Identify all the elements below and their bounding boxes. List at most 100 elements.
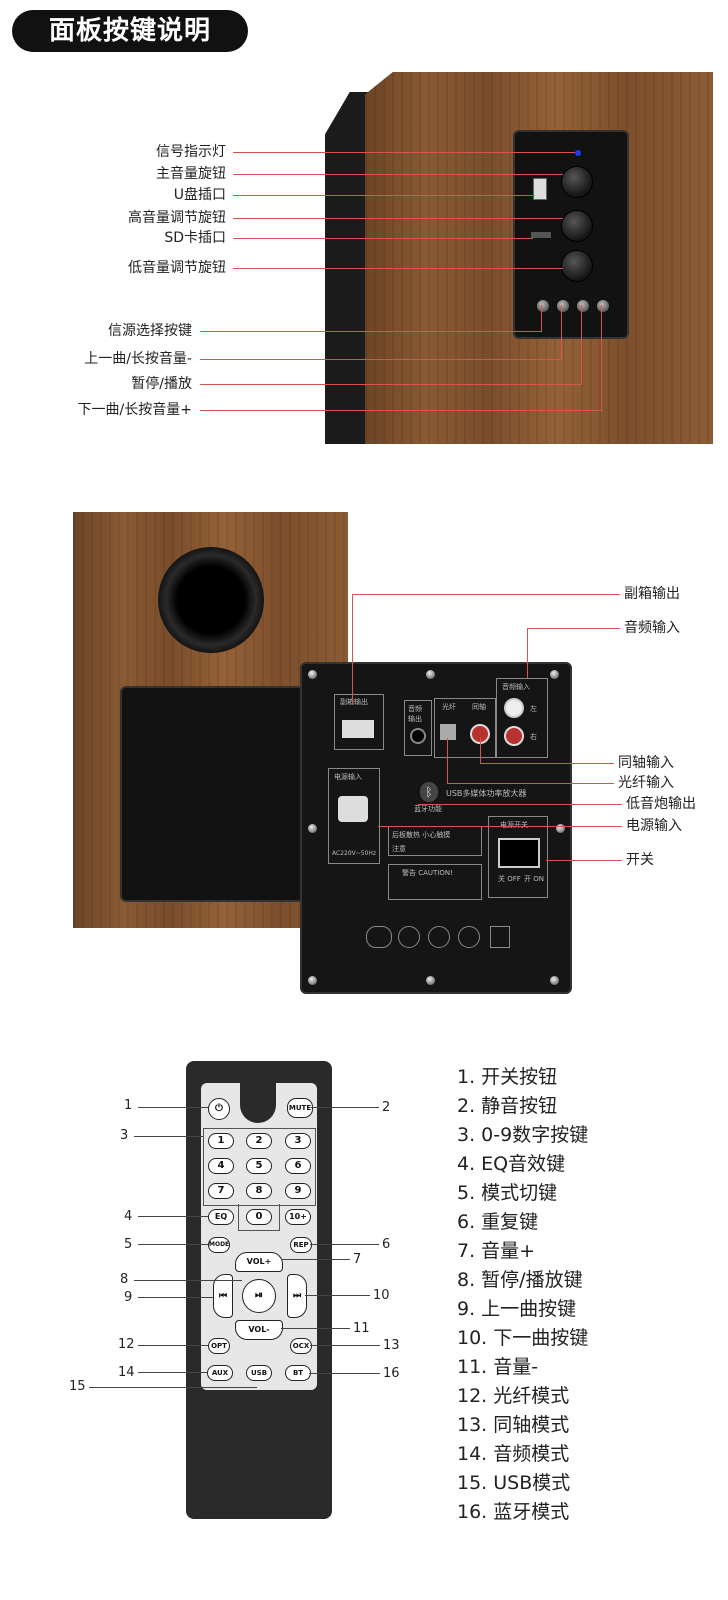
legend-item: 14. 音频模式 <box>457 1443 570 1465</box>
leader-line <box>480 763 614 764</box>
prev-button[interactable] <box>557 300 569 312</box>
callout-1: 1 <box>124 1098 133 1113</box>
callout-line <box>89 1387 257 1388</box>
eq-button[interactable]: EQ <box>208 1209 234 1225</box>
num-5-button[interactable]: 5 <box>246 1158 272 1174</box>
label-bass-out: 低音炮输出 <box>626 796 696 812</box>
legend-item: 11. 音量- <box>457 1356 539 1378</box>
leader-line <box>200 359 561 360</box>
vol-up-button[interactable]: VOL+ <box>235 1252 283 1272</box>
rep-button[interactable]: REP <box>290 1237 312 1253</box>
num-7-button[interactable]: 7 <box>208 1183 234 1199</box>
ccc-icon <box>366 926 392 948</box>
sub-out-jack <box>342 720 374 738</box>
leader-line <box>561 305 562 360</box>
prev-track-button[interactable]: ⏮ <box>213 1274 233 1318</box>
opt-button[interactable]: OPT <box>208 1338 230 1354</box>
leader-line <box>418 804 622 805</box>
callout-line <box>134 1280 242 1281</box>
label-play-pause: 暂停/播放 <box>131 376 192 392</box>
power-switch[interactable] <box>498 838 540 868</box>
num-4-button[interactable]: 4 <box>208 1158 234 1174</box>
panel-amp-title: USB多媒体功率放大器 <box>446 789 527 798</box>
num-8-button[interactable]: 8 <box>246 1183 272 1199</box>
panel-r-label: 右 <box>530 733 537 741</box>
num-2-button[interactable]: 2 <box>246 1133 272 1149</box>
source-button[interactable] <box>537 300 549 312</box>
panel-warn-hot: 后板散热 小心触摸 <box>392 831 451 839</box>
legend-item: 16. 蓝牙模式 <box>457 1501 570 1523</box>
callout-line <box>310 1345 380 1346</box>
leader-line <box>200 331 541 332</box>
bass-port <box>158 547 264 653</box>
callout-10: 10 <box>373 1288 390 1303</box>
callout-line <box>311 1107 379 1108</box>
leader-line <box>200 410 601 411</box>
cert-icon <box>398 926 420 948</box>
callout-line <box>138 1244 208 1245</box>
panel-bt-text: 蓝牙功能 <box>414 805 442 813</box>
next-button[interactable] <box>597 300 609 312</box>
panel-switch-label: 电源开关 <box>500 821 528 829</box>
power-in-socket <box>338 796 368 822</box>
back-panel-large: 副箱输出 音频 输出 光纤 同轴 音频输入 左 右 ᛒ 蓝牙功能 USB多媒体功… <box>300 662 572 994</box>
master-volume-knob[interactable] <box>561 166 593 198</box>
panel-coax-label: 同轴 <box>472 703 486 711</box>
leader-line <box>233 174 563 175</box>
leader-line <box>480 738 481 764</box>
ten-plus-button[interactable]: 10+ <box>285 1209 311 1225</box>
callout-11: 11 <box>353 1321 370 1336</box>
legend-item: 8. 暂停/播放键 <box>457 1269 583 1291</box>
legend-item: 2. 静音按钮 <box>457 1095 558 1117</box>
num-9-button[interactable]: 9 <box>285 1183 311 1199</box>
leader-line <box>527 628 528 678</box>
callout-6: 6 <box>382 1237 391 1252</box>
bt-button[interactable]: BT <box>285 1365 311 1381</box>
bluetooth-icon: ᛒ <box>420 782 438 802</box>
num-0-button[interactable]: 0 <box>246 1209 272 1225</box>
callout-line <box>138 1216 208 1217</box>
next-track-button[interactable]: ⏭ <box>287 1274 307 1318</box>
label-power-in: 电源输入 <box>626 818 682 834</box>
callout-line <box>138 1345 208 1346</box>
power-button[interactable]: ⏻ <box>208 1098 230 1120</box>
panel-power-in-label: 电源输入 <box>334 773 362 781</box>
play-pause-remote-button[interactable]: ⏯ <box>242 1279 276 1313</box>
num-1-button[interactable]: 1 <box>208 1133 234 1149</box>
panel-fiber-label: 光纤 <box>442 703 456 711</box>
num-3-button[interactable]: 3 <box>285 1133 311 1149</box>
zero-outline <box>238 1204 280 1231</box>
leader-line <box>233 268 563 269</box>
callout-line <box>138 1107 208 1108</box>
vol-down-button[interactable]: VOL- <box>235 1320 283 1340</box>
bass-knob[interactable] <box>561 250 593 282</box>
bass-out-jack <box>410 728 426 744</box>
usb-button[interactable]: USB <box>246 1365 272 1381</box>
label-fiber-in: 光纤输入 <box>618 775 674 791</box>
leader-line <box>352 594 353 704</box>
leader-line <box>447 783 614 784</box>
play-pause-button[interactable] <box>577 300 589 312</box>
aux-button[interactable]: AUX <box>207 1365 233 1381</box>
panel-note: 注意 <box>392 845 406 853</box>
callout-line <box>134 1136 203 1137</box>
legend-item: 15. USB模式 <box>457 1472 571 1494</box>
leader-line <box>581 305 582 385</box>
ocx-button[interactable]: OCX <box>290 1338 312 1354</box>
home-icon <box>490 926 510 948</box>
num-6-button[interactable]: 6 <box>285 1158 311 1174</box>
leader-line <box>233 218 563 219</box>
label-switch: 开关 <box>626 852 654 868</box>
treble-knob[interactable] <box>561 210 593 242</box>
remote-legend: 1. 开关按钮 2. 静音按钮 3. 0-9数字按键 4. EQ音效键 5. 模… <box>457 1066 588 1530</box>
panel-on: 开 ON <box>524 875 544 883</box>
mute-button[interactable]: MUTE <box>287 1098 313 1118</box>
mode-button[interactable]: MODE <box>208 1237 230 1253</box>
control-panel <box>513 130 629 339</box>
callout-9: 9 <box>124 1290 133 1305</box>
callout-line <box>309 1373 380 1374</box>
leader-line <box>233 195 535 196</box>
usb-port <box>533 178 547 200</box>
callout-12: 12 <box>118 1337 135 1352</box>
number-pad-outline <box>203 1128 316 1206</box>
